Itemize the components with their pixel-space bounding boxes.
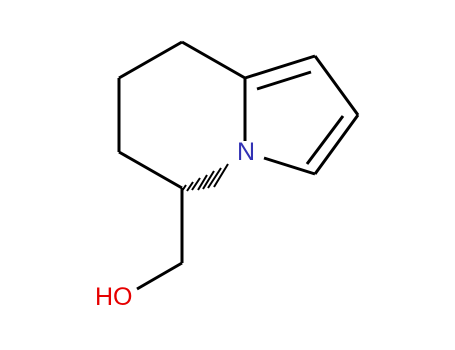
hydroxyl-atom-label: HO [95,283,133,311]
bond-c8a-c1-inner [256,70,312,91]
bond-c8a-c1-outer [244,54,316,80]
bond-c8-c8a [181,40,246,80]
stereo-hashed-wedge [181,163,229,192]
bond-c2-c3-inner [305,115,345,165]
nitrogen-atom-label: N [237,138,255,166]
bond-c3-n [263,156,316,176]
bond-c7-c8 [118,40,183,80]
bond-c2-c3-outer [313,114,360,175]
bond-ch2-o [136,261,183,291]
bond-c1-c2 [313,55,360,116]
bond-c5-c6 [118,150,183,190]
